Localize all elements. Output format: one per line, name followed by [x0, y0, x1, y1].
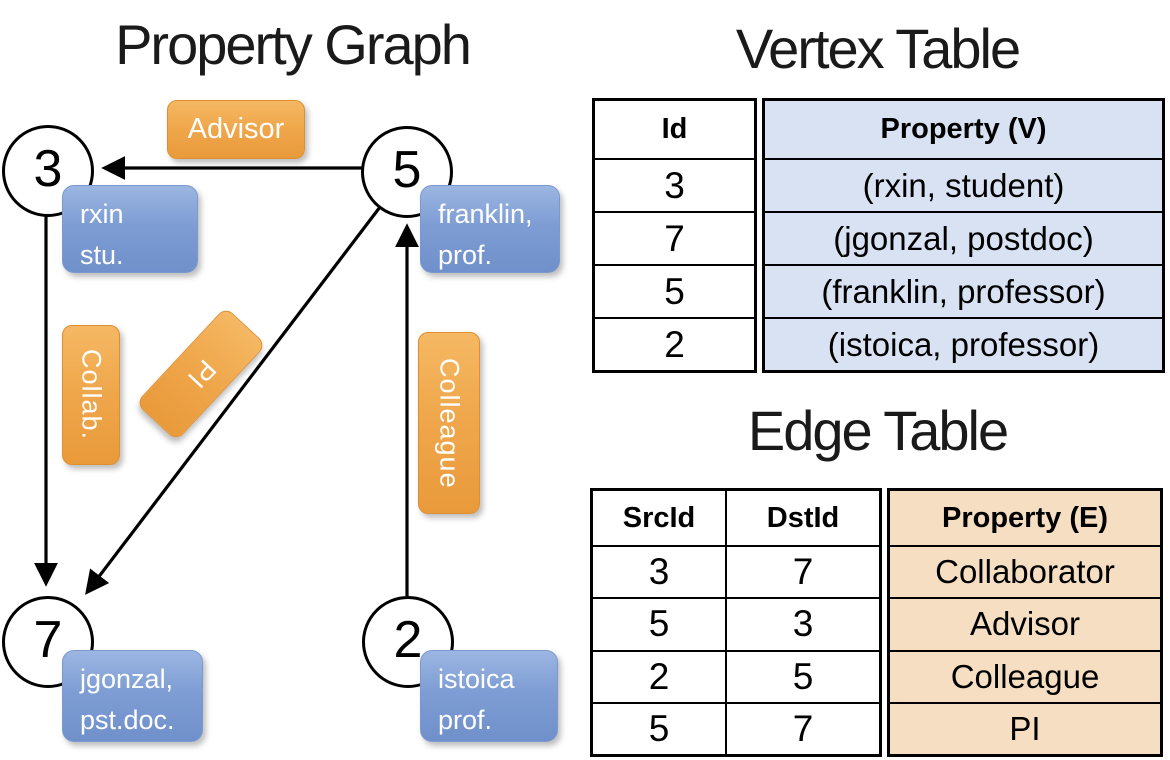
edge-table-id-columns: SrcId DstId 3 7 5 3 2 5 5 7	[590, 488, 882, 757]
property-line: istoica	[438, 664, 515, 694]
vertex-2-property-box: istoica prof.	[420, 650, 558, 742]
table-cell: 3	[595, 158, 754, 211]
table-cell: (rxin, student)	[765, 158, 1162, 211]
column-header-srcid: SrcId	[622, 501, 696, 534]
vertex-table-id-column: Id 3 7 5 2	[592, 98, 757, 373]
vertex-3-property-box: rxin stu.	[62, 185, 198, 273]
table-cell: (istoica, professor)	[765, 317, 1162, 370]
table-cell: 2	[595, 317, 754, 370]
table-cell: 5	[593, 597, 725, 649]
table-cell: 3	[725, 597, 879, 650]
edge-5-to-7-pi	[85, 206, 382, 595]
property-line: jgonzal,	[80, 664, 174, 694]
column-header-id: Id	[661, 113, 688, 145]
table-cell: Advisor	[890, 597, 1160, 649]
property-line: prof.	[438, 704, 493, 735]
vertex-7-property-box: jgonzal, pst.doc.	[62, 650, 203, 742]
property-graph-title: Property Graph	[115, 13, 472, 76]
edge-label-text: Collab.	[76, 349, 107, 441]
table-cell: (franklin, professor)	[765, 264, 1162, 317]
graph-edges	[34, 156, 419, 596]
property-line: prof.	[438, 239, 493, 270]
table-cell: 2	[593, 649, 725, 702]
edge-label-text: Advisor	[187, 113, 285, 145]
vertex-5-property-box: franklin, prof.	[420, 185, 560, 273]
vertex-table-property-column: Property (V) (rxin, student) (jgonzal, p…	[762, 98, 1165, 373]
table-cell: 5	[595, 264, 754, 317]
property-line: franklin,	[438, 199, 533, 229]
property-line: stu.	[80, 239, 124, 270]
edge-table-title: Edge Table	[747, 399, 1009, 462]
vertex-id: 7	[33, 611, 63, 669]
vertex-id: 3	[33, 140, 63, 198]
table-cell: Collaborator	[890, 545, 1160, 597]
edge-label-collab: Collab.	[62, 325, 120, 465]
table-cell: 5	[593, 701, 725, 754]
vertex-id: 5	[392, 141, 422, 199]
property-line: rxin	[80, 199, 124, 229]
edge-label-colleague: Colleague	[418, 332, 480, 514]
property-line: pst.doc.	[80, 704, 175, 735]
table-cell: (jgonzal, postdoc)	[765, 211, 1162, 264]
table-cell: PI	[890, 701, 1160, 754]
vertex-table-title: Vertex Table	[735, 17, 1021, 80]
vertex-node-5: 5	[361, 126, 453, 218]
table-cell: 7	[595, 211, 754, 264]
column-header-property-e: Property (E)	[942, 501, 1108, 534]
edge-label-advisor: Advisor	[167, 100, 305, 159]
table-cell: Colleague	[890, 649, 1160, 702]
edge-label-text: Colleague	[434, 357, 465, 489]
table-cell: 5	[725, 649, 879, 702]
edge-label-text: PI	[181, 354, 222, 395]
table-cell: 7	[725, 701, 879, 754]
table-cell: 3	[593, 545, 725, 597]
edge-table-property-column: Property (E) Collaborator Advisor Collea…	[887, 488, 1163, 757]
column-header-dstid: DstId	[725, 491, 879, 545]
table-cell: 7	[725, 545, 879, 598]
vertex-node-2: 2	[362, 596, 454, 688]
column-header-property-v: Property (V)	[880, 113, 1047, 145]
vertex-id: 2	[393, 611, 423, 669]
